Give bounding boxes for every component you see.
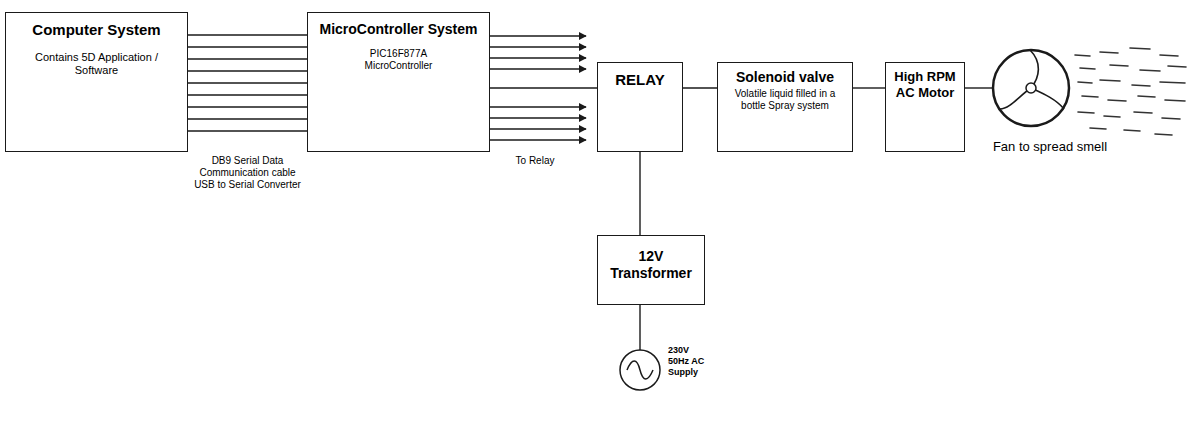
fan-drawing (990, 47, 1072, 129)
connector-line (640, 152, 641, 235)
connector-path (965, 87, 993, 88)
ac-supply-symbol: 230V 50Hz AC Supply (615, 345, 715, 430)
node-title: RELAY (598, 71, 682, 89)
node-text: Volatile liquid filled in a bottle Spray… (726, 88, 844, 112)
connector-path (188, 58, 307, 59)
process-box: Solenoid valveVolatile liquid filled in … (717, 62, 853, 152)
connector-line (965, 88, 993, 89)
fan-symbol: Fan to spread smell (985, 47, 1115, 227)
cable-label: DB9 Serial Data Communication cable USB … (192, 155, 304, 191)
process-box: RELAY (597, 62, 683, 152)
connector-path (188, 130, 307, 131)
connector-path (188, 70, 307, 71)
connector-path (188, 82, 307, 83)
process-box: 12V Transformer (597, 235, 705, 305)
serial-cable (188, 35, 307, 131)
connector-path (853, 87, 885, 88)
node-title: High RPM AC Motor (886, 69, 964, 100)
connector-path (683, 87, 717, 88)
node-title: Fan to spread smell (989, 139, 1111, 155)
node-title: MicroController System (308, 21, 489, 38)
ac-source-drawing (615, 345, 665, 395)
connector-path (188, 118, 307, 119)
connector-line (640, 305, 641, 350)
process-box: High RPM AC Motor (885, 62, 965, 152)
node-title: Computer System (6, 21, 187, 39)
node-title: 230V 50Hz AC Supply (665, 345, 713, 377)
connector-path (188, 34, 307, 35)
connector-path (188, 94, 307, 95)
node-title: Solenoid valve (718, 69, 852, 86)
connector-line (853, 88, 885, 89)
process-box: MicroController SystemPIC16F877A MicroCo… (307, 12, 490, 152)
connector-path (639, 152, 640, 235)
connector-path (490, 87, 597, 88)
note-label: To Relay (503, 155, 567, 167)
node-title: 12V Transformer (598, 248, 704, 282)
connector-path (188, 106, 307, 107)
smell-dashes (1075, 48, 1186, 135)
process-box: Computer SystemContains 5D Application /… (5, 12, 188, 152)
connector-line (490, 88, 597, 89)
node-text: Contains 5D Application / Software (19, 51, 175, 77)
connector-path (188, 46, 307, 47)
connector-line (683, 88, 717, 89)
connector-path (639, 305, 640, 350)
node-text: PIC16F877A MicroController (346, 48, 452, 72)
